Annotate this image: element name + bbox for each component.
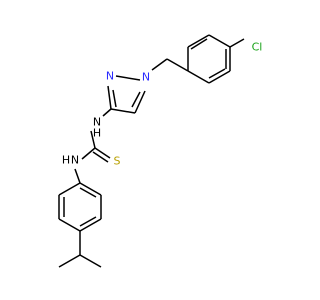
bond (115, 75, 141, 81)
bond (187, 34, 210, 48)
bond (81, 147, 96, 160)
bond (187, 70, 210, 84)
bond (58, 182, 81, 196)
bond (110, 108, 136, 114)
thiourea-nh1-n-label: N (93, 116, 101, 129)
bond (190, 38, 208, 50)
pyrazole-n1-label: N (142, 71, 150, 84)
bond (134, 90, 146, 114)
bonds (58, 34, 245, 268)
bond (79, 218, 102, 232)
bond (112, 89, 117, 108)
bond (79, 216, 97, 227)
bond (58, 254, 81, 268)
bond (58, 218, 81, 232)
chlorine-atom-label: Cl (252, 41, 263, 54)
bond (208, 68, 226, 79)
bond (90, 130, 96, 149)
bond (208, 34, 231, 48)
bond (79, 182, 102, 196)
bond (92, 151, 109, 163)
bond (208, 70, 231, 84)
bond (74, 168, 81, 184)
bond (79, 187, 97, 198)
bond (229, 38, 245, 48)
pyrazole-n2-label: N (106, 70, 114, 83)
atom-labels: Cl N N N H N H S (62, 41, 263, 168)
thiourea-nh1-h-label: H (93, 127, 101, 140)
thiourea-nh2-n-label: N (71, 154, 79, 167)
bond (102, 108, 112, 117)
thiourea-nh2-h-label: H (62, 154, 70, 167)
bond (166, 58, 189, 72)
bond (107, 85, 112, 110)
molecule-structure: Cl N N N H N H S (58, 34, 263, 268)
bond (94, 147, 111, 159)
bond (79, 254, 102, 268)
bond (131, 91, 141, 108)
bond (151, 58, 168, 71)
sulfur-atom-label: S (114, 155, 121, 168)
